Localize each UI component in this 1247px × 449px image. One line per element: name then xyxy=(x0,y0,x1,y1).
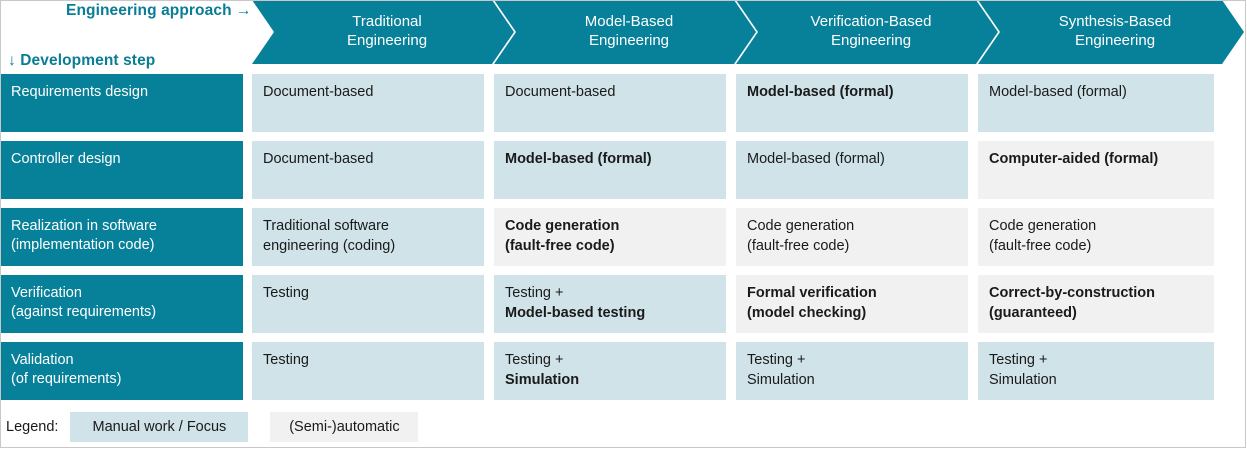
cell-r2c2[interactable]: Code generation (fault-free code) xyxy=(736,208,968,266)
column-header-line2: Engineering xyxy=(1074,32,1156,49)
row-label-line2: (of requirements) xyxy=(11,370,122,387)
cell-line1: Testing + xyxy=(747,352,806,368)
column-header-traditional-engineering[interactable]: Traditional Engineering xyxy=(252,0,514,64)
table-row: Realization in software (implementation … xyxy=(0,208,1247,266)
cell-r0c1[interactable]: Document-based xyxy=(494,74,726,132)
cell-r2c3[interactable]: Code generation (fault-free code) xyxy=(978,208,1214,266)
row-label-line2: (against requirements) xyxy=(11,303,157,320)
cell-line1: Testing + xyxy=(989,352,1048,368)
cell-r4c3[interactable]: Testing + Simulation xyxy=(978,342,1214,400)
cell-line1: Code generation xyxy=(505,218,620,234)
cell-line1: Model-based (formal) xyxy=(505,151,652,167)
cell-r3c1[interactable]: Testing + Model-based testing xyxy=(494,275,726,333)
matrix-body: Requirements design Document-based Docum… xyxy=(0,74,1247,404)
cell-r0c0[interactable]: Document-based xyxy=(252,74,484,132)
row-label-validation[interactable]: Validation (of requirements) xyxy=(0,342,243,400)
cell-r4c1[interactable]: Testing + Simulation xyxy=(494,342,726,400)
cell-line1: Document-based xyxy=(505,84,616,100)
cell-r2c0[interactable]: Traditional software engineering (coding… xyxy=(252,208,484,266)
table-row: Requirements design Document-based Docum… xyxy=(0,74,1247,132)
cell-line1: Testing xyxy=(263,352,309,368)
cell-r3c3[interactable]: Correct-by-construction (guaranteed) xyxy=(978,275,1214,333)
column-header-line2: Engineering xyxy=(830,32,912,49)
cell-r3c0[interactable]: Testing xyxy=(252,275,484,333)
cell-r2c1[interactable]: Code generation (fault-free code) xyxy=(494,208,726,266)
legend: Legend: Manual work / Focus (Semi-)autom… xyxy=(0,412,1247,442)
legend-swatch-manual: Manual work / Focus xyxy=(70,412,249,442)
cell-line2: (fault-free code) xyxy=(505,237,615,254)
column-header-verification-based-engineering[interactable]: Verification-Based Engineering xyxy=(736,0,998,64)
cell-line1: Model-based (formal) xyxy=(989,84,1127,100)
cell-line1: Code generation xyxy=(747,218,855,234)
cell-r0c2[interactable]: Model-based (formal) xyxy=(736,74,968,132)
cell-r1c3[interactable]: Computer-aided (formal) xyxy=(978,141,1214,199)
cell-line1: Model-based (formal) xyxy=(747,84,894,100)
column-header-synthesis-based-engineering[interactable]: Synthesis-Based Engineering xyxy=(978,0,1244,64)
column-header-line2: Engineering xyxy=(588,32,670,49)
cell-line1: Formal verification xyxy=(747,285,877,301)
row-label-verification[interactable]: Verification (against requirements) xyxy=(0,275,243,333)
table-row: Validation (of requirements) Testing Tes… xyxy=(0,342,1247,400)
cell-line2: (fault-free code) xyxy=(747,237,850,254)
cell-line1: Traditional software xyxy=(263,218,389,234)
row-label-line1: Realization in software xyxy=(11,218,157,234)
row-label-line1: Verification xyxy=(11,285,82,301)
cell-r1c0[interactable]: Document-based xyxy=(252,141,484,199)
table-row: Verification (against requirements) Test… xyxy=(0,275,1247,333)
cell-r0c3[interactable]: Model-based (formal) xyxy=(978,74,1214,132)
row-label-requirements-design[interactable]: Requirements design xyxy=(0,74,243,132)
cell-line2: engineering (coding) xyxy=(263,237,396,254)
cell-r4c0[interactable]: Testing xyxy=(252,342,484,400)
table-row: Controller design Document-based Model-b… xyxy=(0,141,1247,199)
cell-line1: Testing + xyxy=(505,352,564,368)
legend-title: Legend: xyxy=(6,419,59,435)
cell-line1: Document-based xyxy=(263,151,374,167)
cell-line2: Simulation xyxy=(989,371,1057,388)
cell-line1: Testing + xyxy=(505,285,564,301)
row-label-line1: Controller design xyxy=(11,151,121,167)
cell-line1: Computer-aided (formal) xyxy=(989,151,1159,167)
matrix-header: Engineering approach → ↓ Development ste… xyxy=(0,0,1247,69)
row-label-controller-design[interactable]: Controller design xyxy=(0,141,243,199)
cell-line1: Code generation xyxy=(989,218,1097,234)
legend-swatch-automatic: (Semi-)automatic xyxy=(270,412,419,442)
cell-line2: Simulation xyxy=(505,371,580,388)
column-header-line1: Traditional xyxy=(352,13,422,31)
column-axis-label: Engineering approach → xyxy=(66,2,252,19)
cell-line2: (model checking) xyxy=(747,304,867,321)
row-axis-label: ↓ Development step xyxy=(8,52,156,69)
cell-r1c2[interactable]: Model-based (formal) xyxy=(736,141,968,199)
cell-line2: Model-based testing xyxy=(505,304,646,321)
cell-line2: (fault-free code) xyxy=(989,237,1092,254)
row-label-line1: Requirements design xyxy=(11,84,149,100)
column-header-line2: Engineering xyxy=(346,32,428,49)
column-header-line1: Model-Based xyxy=(584,13,674,31)
column-header-model-based-engineering[interactable]: Model-Based Engineering xyxy=(494,0,756,64)
column-header-line1: Synthesis-Based xyxy=(1058,13,1172,31)
cell-line1: Document-based xyxy=(263,84,374,100)
cell-line1: Model-based (formal) xyxy=(747,151,885,167)
row-label-realization-in-software[interactable]: Realization in software (implementation … xyxy=(0,208,243,266)
row-label-line1: Validation xyxy=(11,352,74,368)
approach-chevron-bar: Traditional Engineering Model-Based Engi… xyxy=(252,0,1247,66)
cell-line1: Testing xyxy=(263,285,309,301)
column-header-line1: Verification-Based xyxy=(810,13,932,31)
cell-r1c1[interactable]: Model-based (formal) xyxy=(494,141,726,199)
cell-r3c2[interactable]: Formal verification (model checking) xyxy=(736,275,968,333)
row-label-line2: (implementation code) xyxy=(11,236,155,253)
cell-line2: Simulation xyxy=(747,371,815,388)
cell-line1: Correct-by-construction xyxy=(989,285,1155,301)
cell-r4c2[interactable]: Testing + Simulation xyxy=(736,342,968,400)
cell-line2: (guaranteed) xyxy=(989,304,1077,321)
